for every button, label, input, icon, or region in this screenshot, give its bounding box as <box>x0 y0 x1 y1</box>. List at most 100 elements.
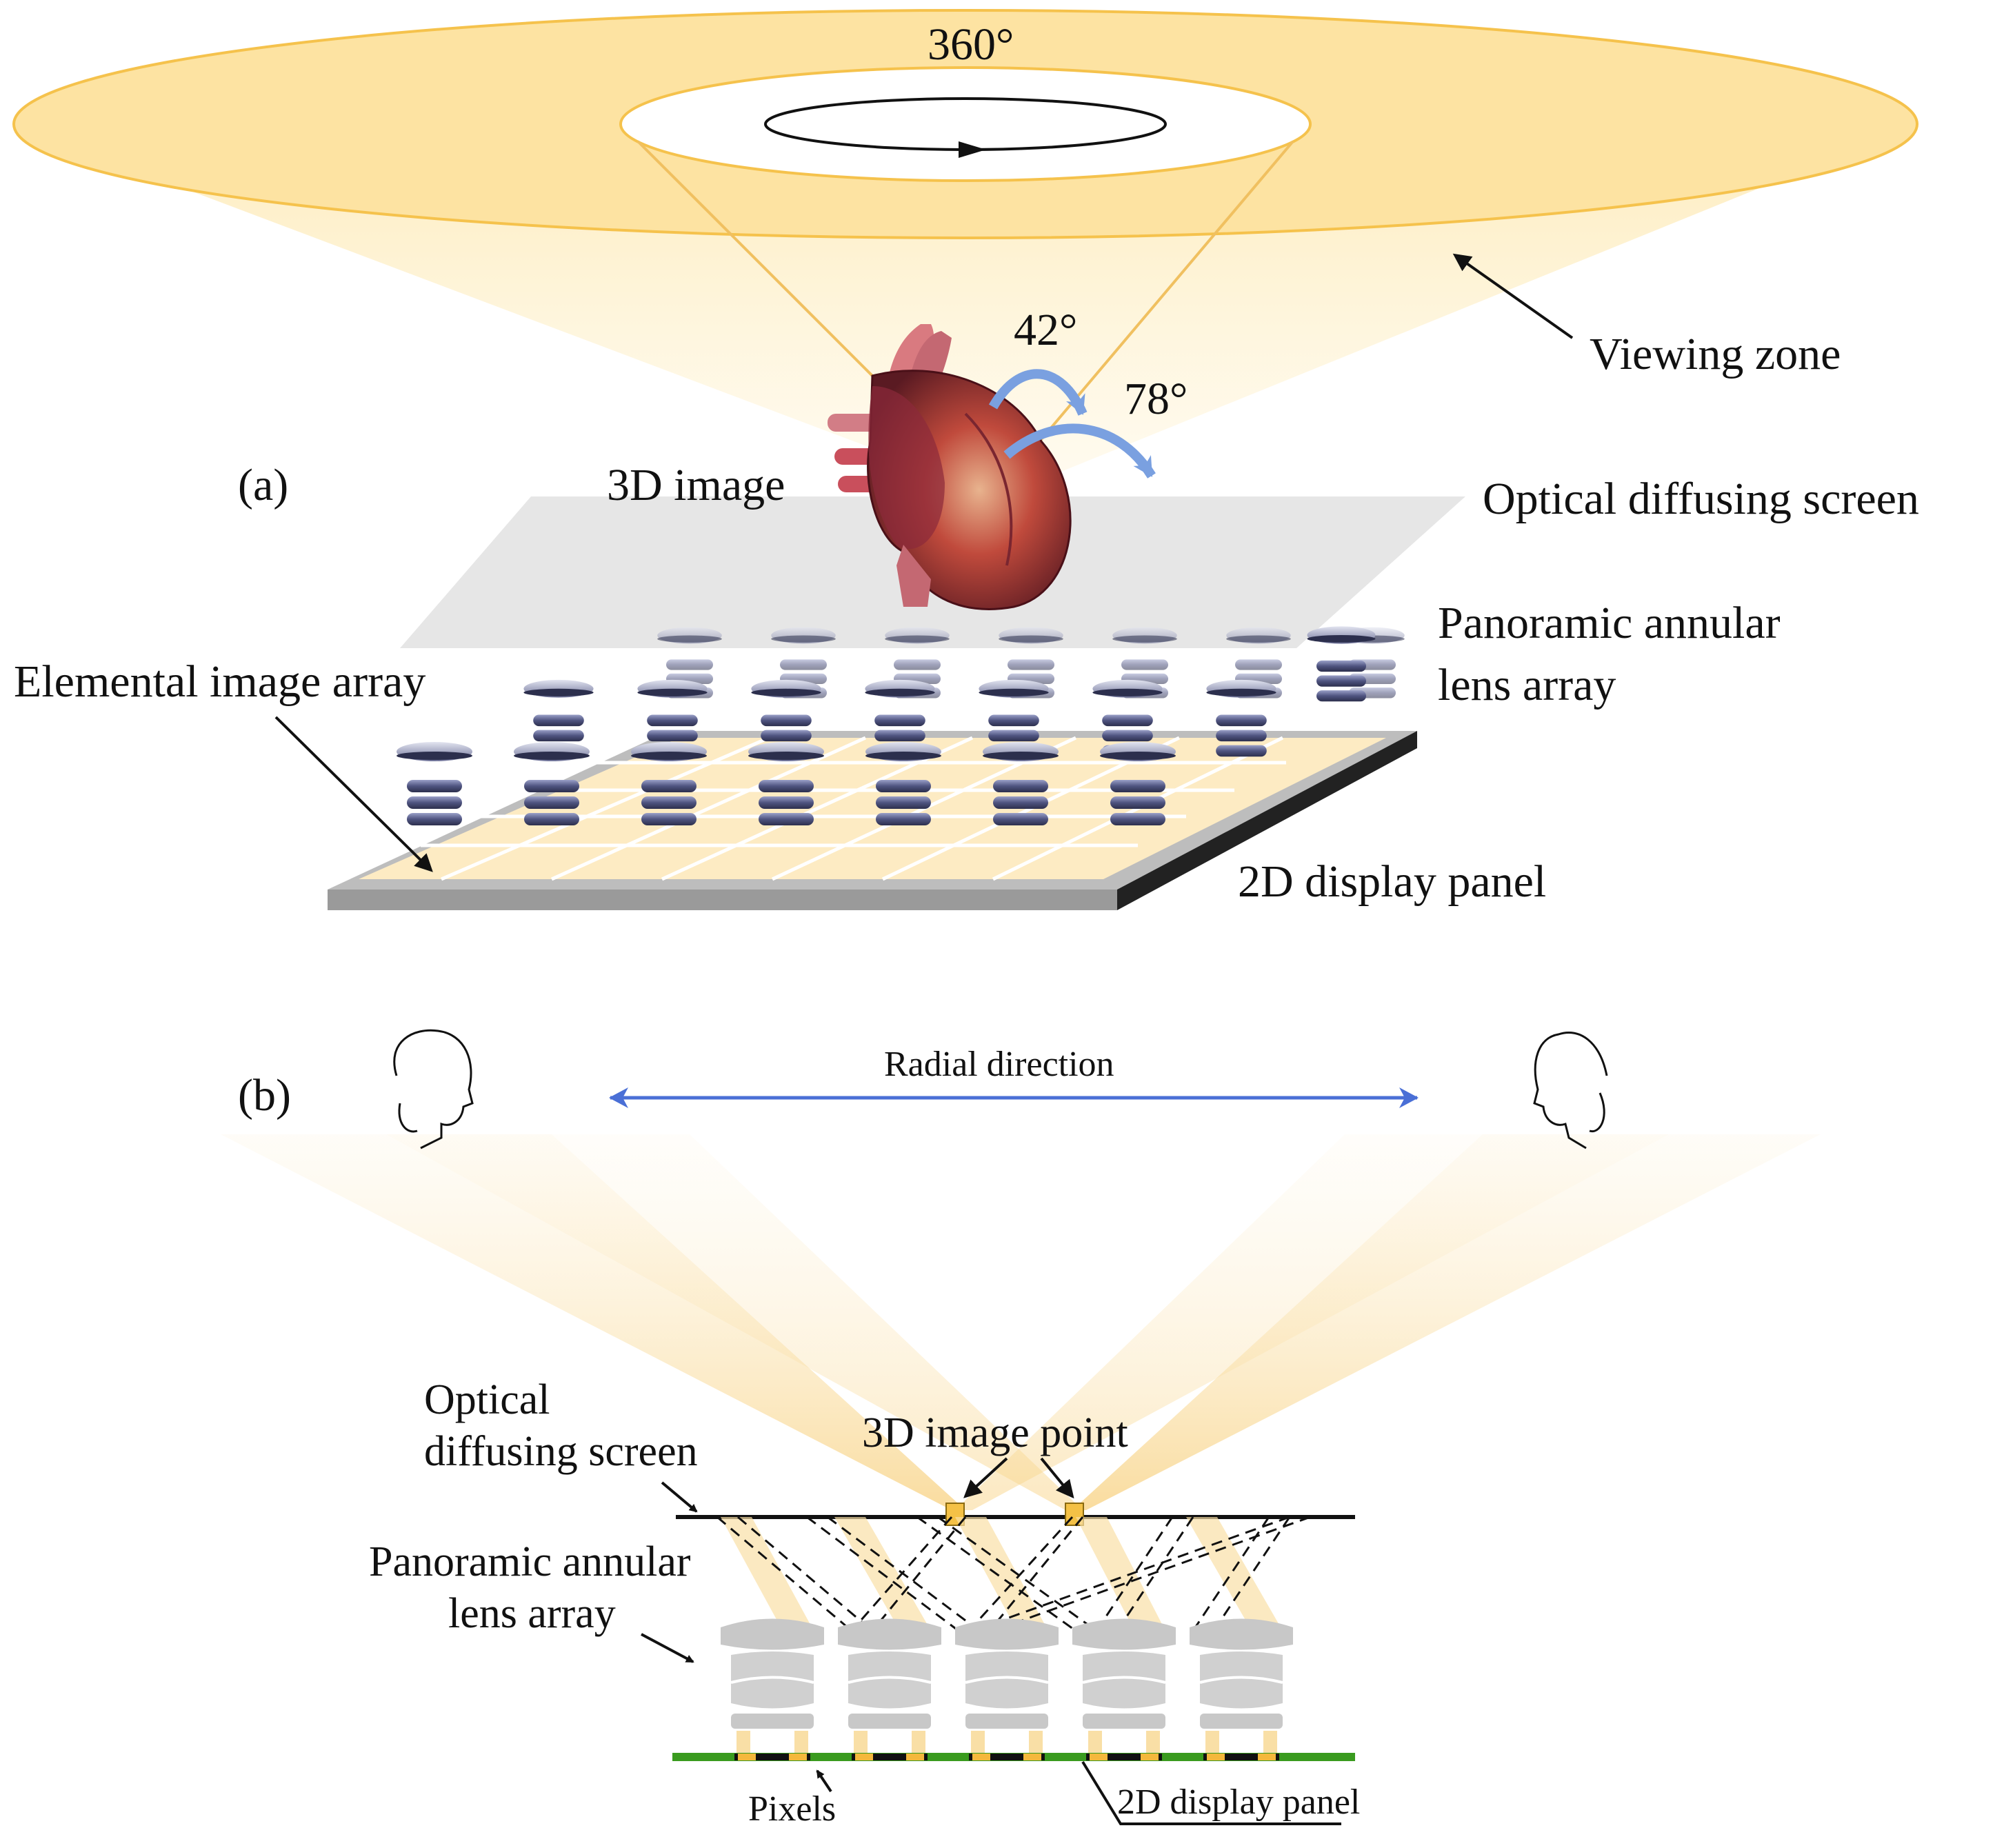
display-panel-a <box>328 731 1417 910</box>
lens-element <box>993 813 1048 825</box>
lens-element <box>524 813 579 825</box>
lens-rim <box>1226 635 1291 643</box>
panel-a-tag: (a) <box>238 460 288 510</box>
lens-label-b-1: Panoramic annular <box>369 1538 691 1585</box>
lens-rim <box>771 635 836 643</box>
lens-element <box>1216 730 1267 742</box>
pixel-strip <box>852 1754 928 1760</box>
lens-element <box>1110 796 1165 809</box>
lens-rim <box>514 752 590 760</box>
lens-rim <box>999 635 1063 643</box>
arrow-42 <box>988 369 1088 416</box>
lens-unit <box>748 742 824 825</box>
viewing-zone-label: Viewing zone <box>1590 329 1841 379</box>
lens-base <box>965 1714 1048 1729</box>
light-ray <box>1116 1516 1194 1631</box>
lens-rim <box>865 752 941 760</box>
lens-element <box>761 730 812 742</box>
lens-array-label-1: Panoramic annular <box>1438 598 1781 648</box>
lens-rim <box>631 752 707 760</box>
lens-element <box>876 796 931 809</box>
diffusing-screen-label: Optical diffusing screen <box>1483 474 1919 524</box>
pixels-arrow <box>816 1769 832 1793</box>
lens-top <box>955 1618 1059 1650</box>
lens-leg <box>794 1731 808 1753</box>
light-ray <box>937 1516 1097 1632</box>
lens-array-arrow-b <box>641 1633 694 1663</box>
light-ray <box>968 1516 1074 1632</box>
rotation-arrow-icon <box>959 141 986 158</box>
lens-element <box>759 780 814 792</box>
lens-split <box>965 1676 1049 1684</box>
viewer-left-icon <box>393 1029 474 1149</box>
lens-array-b <box>721 1618 1293 1753</box>
lens-rim <box>1100 752 1176 760</box>
lens-leg <box>854 1731 868 1753</box>
pixel <box>738 1754 756 1760</box>
lens-element <box>988 730 1039 742</box>
pixels-label: Pixels <box>748 1789 836 1829</box>
lens-rim <box>523 688 594 696</box>
lens-body <box>731 1651 814 1709</box>
lens-element <box>1102 730 1153 742</box>
lens-element <box>1121 659 1168 670</box>
lens-unit <box>397 742 472 825</box>
lens-element <box>524 796 579 809</box>
light-band <box>721 1517 814 1631</box>
pixel-strip <box>1086 1754 1162 1760</box>
lens-base <box>731 1714 814 1729</box>
lens-base <box>1083 1714 1165 1729</box>
lens-rim <box>657 635 722 643</box>
lens-element <box>533 714 584 727</box>
light-ray <box>972 1516 1290 1632</box>
lens-element <box>876 813 931 825</box>
panel-b: (b) Radial direction Optical diffusing s… <box>221 1029 1821 1829</box>
lens-element <box>780 659 827 670</box>
lens-unit <box>865 742 941 825</box>
lens-body <box>1083 1651 1165 1709</box>
light-ray <box>806 1516 959 1632</box>
viewing-zone-arrow <box>1452 253 1574 339</box>
lens-element <box>641 796 697 809</box>
panel-a: 360° Viewing zone Optical diffusing scre… <box>12 9 1919 910</box>
lens-unit <box>1100 742 1176 825</box>
lens-stack <box>721 1618 824 1753</box>
lens-element <box>1235 659 1282 670</box>
lens-element <box>894 659 941 670</box>
lens-leg <box>1263 1731 1277 1753</box>
lens-top <box>838 1618 941 1650</box>
light-paths-b <box>717 1516 1311 1632</box>
diffusing-arrow <box>661 1481 698 1513</box>
lens-element <box>666 659 713 670</box>
lens-body <box>965 1651 1048 1709</box>
pixel <box>1207 1754 1225 1760</box>
lens-element <box>993 796 1048 809</box>
lens-rim <box>979 688 1049 696</box>
pixel-strip <box>734 1754 810 1760</box>
light-ray <box>1212 1516 1291 1631</box>
lens-leg <box>737 1731 750 1753</box>
lens-rim <box>751 688 821 696</box>
image-point-label: 3D image point <box>862 1409 1128 1456</box>
pixel-strip <box>1203 1754 1279 1760</box>
light-ray <box>992 1516 1311 1632</box>
pixel-strip <box>969 1754 1045 1760</box>
lens-element <box>407 813 462 825</box>
pixel <box>906 1754 924 1760</box>
beam-right-2 <box>955 1134 1669 1510</box>
radial-direction-label: Radial direction <box>884 1045 1114 1084</box>
lens-element <box>533 730 584 742</box>
light-band <box>1186 1517 1283 1631</box>
display-panel-leader <box>1081 1760 1341 1825</box>
lens-unit <box>514 742 590 825</box>
lens-unit <box>885 627 950 699</box>
lens-element <box>1110 813 1165 825</box>
beam-left-2 <box>386 1134 1083 1510</box>
lens-rim <box>865 688 935 696</box>
lens-rim <box>1307 635 1376 643</box>
lens-element <box>641 780 697 792</box>
lens-rim <box>1092 688 1163 696</box>
lens-element <box>759 813 814 825</box>
lens-stack <box>955 1618 1059 1753</box>
